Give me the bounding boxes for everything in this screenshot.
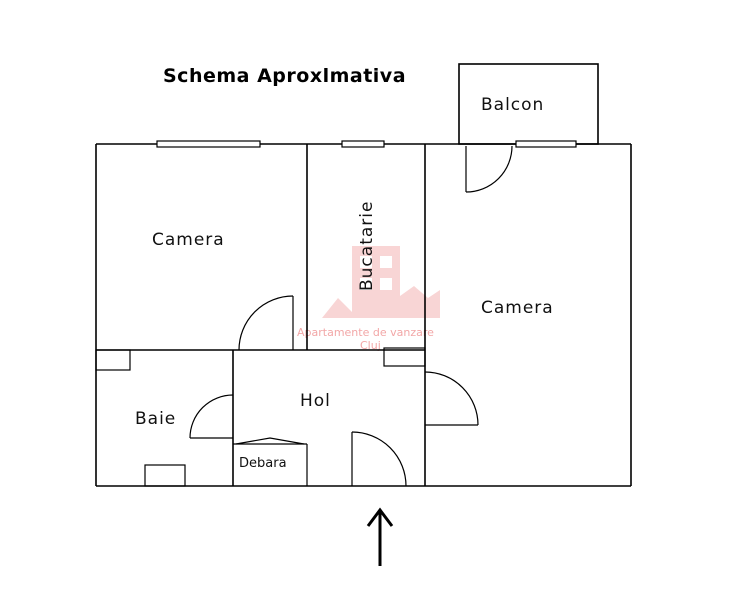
room-label-camera-left: Camera bbox=[152, 230, 225, 250]
door-camera-right bbox=[424, 371, 479, 426]
door-balcon bbox=[465, 145, 513, 193]
window-bucatarie bbox=[341, 140, 385, 148]
room-label-balcon: Balcon bbox=[481, 95, 544, 115]
watermark-logo-icon bbox=[322, 246, 440, 318]
plan-title: Schema Aproxlmativa bbox=[163, 65, 406, 87]
room-label-hol: Hol bbox=[300, 391, 331, 411]
room-label-baie: Baie bbox=[135, 409, 176, 429]
room-label-camera-right: Camera bbox=[481, 298, 554, 318]
door-baie bbox=[189, 394, 234, 439]
interior-walls bbox=[95, 144, 426, 487]
watermark-text-line1: Apartamente de vanzare bbox=[297, 326, 434, 339]
watermark-text-line2: Cluj bbox=[360, 339, 381, 352]
room-label-debara: Debara bbox=[239, 456, 287, 471]
door-camera-left bbox=[238, 295, 294, 351]
debara-top-marker bbox=[235, 437, 305, 445]
room-label-bucatarie: Bucatarie bbox=[357, 201, 377, 291]
window-camera-right bbox=[515, 140, 577, 148]
window-camera-left bbox=[156, 140, 261, 148]
arrow-up-icon bbox=[366, 507, 394, 566]
door-entrance bbox=[351, 431, 407, 487]
